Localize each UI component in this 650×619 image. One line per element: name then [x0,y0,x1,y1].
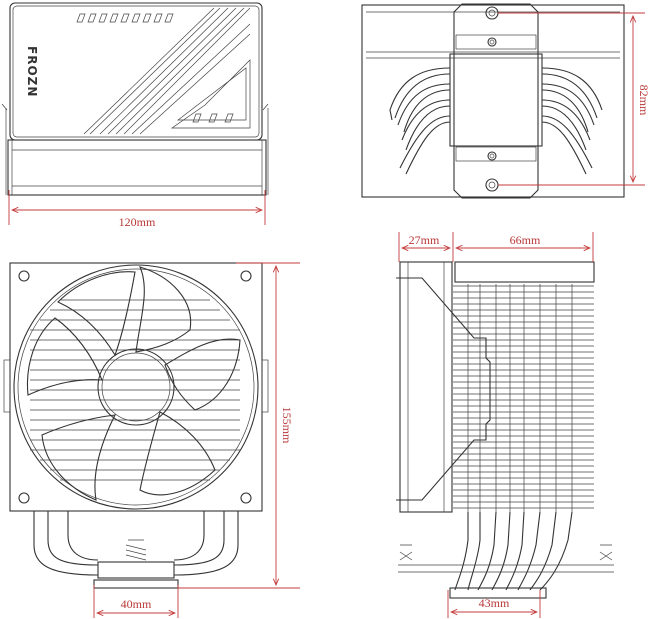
dimension-label: 82mm [637,85,650,116]
corner-screw-icons [18,270,252,504]
top-cover-stripes [83,7,251,135]
vent-slots [76,13,234,123]
dimension-label: 43mm [479,596,510,610]
fin-stack [453,284,594,512]
dimension-width-120: 120mm [8,190,266,229]
side-base [449,587,547,599]
dimension-label: 155mm [280,407,294,444]
bottom-view: 82mm [361,3,650,199]
fin-hatching [30,299,240,481]
heatpipes [389,67,603,175]
side-heatpipes [454,511,573,591]
fan-blades [26,266,241,501]
brand-logo: FROZN [25,46,39,97]
dimension-label: 40mm [121,597,152,611]
screw-icons [485,6,499,192]
dimension-label: 27mm [409,233,440,247]
top-view: FROZN 120mm [1,2,269,229]
dimension-base-43: 43mm [447,590,541,618]
dimension-base-40: 40mm [93,585,179,618]
fan-profile [399,261,453,513]
cold-plate [449,53,543,147]
dimension-label: 66mm [510,233,541,247]
top-cover-profile [454,261,595,283]
fan-clip [396,277,491,501]
spring-icons [399,544,613,561]
side-view: 27mm 66mm 43mm [396,232,614,618]
front-view: 155mm 40mm [3,262,300,618]
dimension-label: 120mm [119,215,156,229]
dimension-height-155: 155mm [178,262,300,589]
fan-hub [97,348,175,426]
dimension-depth-27-66: 27mm 66mm [398,232,594,262]
front-heatpipes [33,511,239,589]
dimension-mount-82: 82mm [498,12,650,186]
spring-icon [125,539,147,561]
